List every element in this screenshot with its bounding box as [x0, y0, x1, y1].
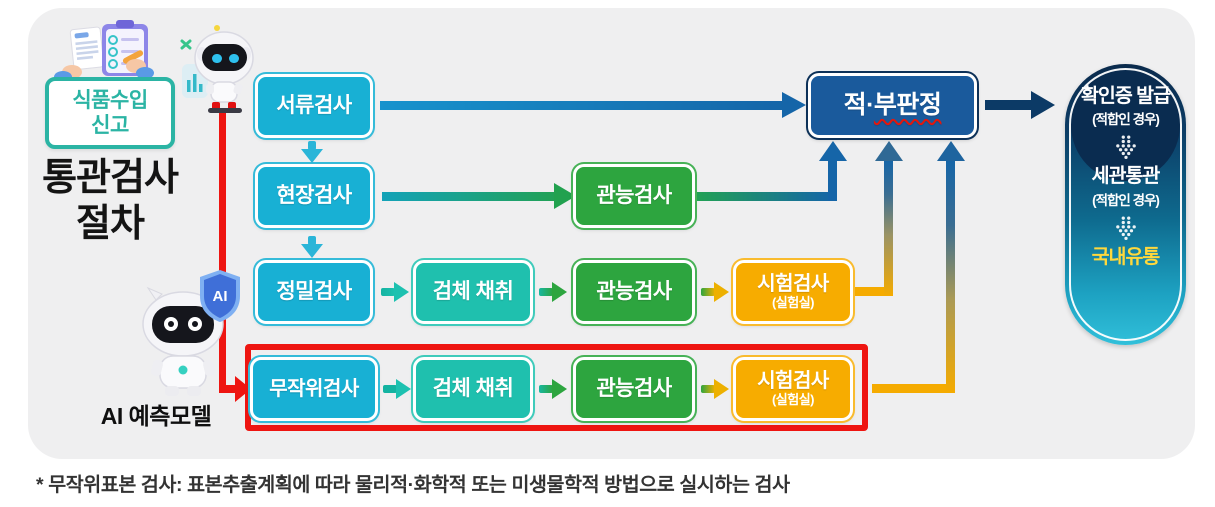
flow-line-judgment-to-outcome [985, 100, 1033, 110]
outcome-capsule: 확인증 발급 (적합인 경우) 세관통관 (적합인 경우) [1065, 64, 1186, 345]
stage-box-random-inspection: 무작위검사 [250, 357, 378, 421]
right-arrow-icon [539, 282, 567, 302]
stage-label: 관능검사 [596, 376, 672, 400]
stage-box-lab-test-row3: 시험검사 (실험실) [733, 260, 853, 324]
stage-sublabel: (실험실) [771, 392, 815, 408]
random-inspection-highlight-box [245, 344, 868, 431]
flow-line-document-to-judgment [380, 101, 784, 110]
stage-box-onsite-inspection: 현장검사 [255, 164, 373, 228]
stage-label: 정밀검사 [276, 279, 352, 303]
stage-label: 검체 채취 [432, 376, 514, 400]
stage-label: 관능검사 [596, 183, 672, 207]
down-arrow-icon [301, 141, 323, 163]
flow-line-onsite-to-sensory [382, 192, 556, 201]
stage-label: 무작위검사 [269, 377, 359, 400]
stage-label: 시험검사 [757, 273, 829, 296]
outcome-distribution: 국내유통 [1091, 245, 1161, 268]
stage-box-sensory-inspection-row3: 관능검사 [573, 260, 695, 324]
stage-box-sensory-inspection-row2: 관능검사 [573, 164, 695, 228]
badge-line1: 식품수입 [72, 88, 148, 112]
title-line1: 통관검사 [42, 157, 179, 199]
stage-label: 현장검사 [276, 183, 352, 207]
clipboard-hands-icon [54, 20, 154, 82]
stage-label: 관능검사 [596, 279, 672, 303]
ai-shield-icon: AI [200, 270, 240, 322]
flow-line-lab4-to-judgment-v [946, 160, 955, 393]
title-line2: 절차 [76, 202, 145, 245]
stage-box-document-inspection: 서류검사 [255, 74, 373, 138]
outcome-certificate-note: (적합인 경우) [1092, 112, 1160, 128]
ai-flow-line-vertical [219, 112, 226, 392]
right-arrow-icon [381, 282, 409, 302]
ai-flow-line-horizontal [219, 385, 237, 393]
stage-label: 시험검사 [757, 370, 829, 393]
dotted-down-arrow-icon [1115, 136, 1136, 160]
down-arrow-icon [301, 236, 323, 258]
flow-line-sensory2-to-judgment-h [697, 192, 833, 201]
flow-arrowhead-right [782, 92, 806, 118]
flow-arrowhead-right [1031, 91, 1055, 119]
stage-box-lab-test-row4: 시험검사 (실험실) [733, 357, 853, 421]
diagram-title: 통관검사 절차 [14, 156, 206, 247]
outcome-customs-note: (적합인 경우) [1092, 192, 1160, 208]
flow-arrowhead-up [937, 141, 965, 161]
robot-icon [180, 25, 254, 113]
footnote: * 무작위표본 검사: 표본추출계획에 따라 물리적·화학적 또는 미생물학적 … [36, 474, 790, 496]
flow-line-lab3-to-judgment-v [884, 160, 893, 296]
dotted-down-arrow-icon [1115, 216, 1136, 240]
outcome-customs: 세관통관 [1091, 165, 1161, 188]
flow-line-lab3-to-judgment-h [855, 287, 889, 296]
judgment-label-suffix: 부판정 [873, 91, 942, 120]
stage-sublabel: (실험실) [771, 295, 815, 311]
flow-arrowhead-right [554, 183, 576, 209]
capsule-border [1069, 68, 1182, 341]
judgment-box: 적·부판정 [808, 73, 977, 138]
stage-label: 검체 채취 [432, 279, 514, 303]
right-arrow-icon [539, 379, 567, 399]
flow-arrowhead-up [875, 141, 903, 161]
stage-box-sample-collection-row4: 검체 채취 [413, 357, 533, 421]
import-declaration-badge: 식품수입 신고 [45, 77, 175, 149]
stage-box-sensory-inspection-row4: 관능검사 [573, 357, 695, 421]
flow-arrowhead-up [819, 141, 847, 161]
badge-line2: 신고 [91, 114, 129, 137]
judgment-label-prefix: 적· [843, 91, 875, 120]
flow-line-lab4-to-judgment-h [872, 384, 955, 393]
right-arrow-icon [701, 282, 729, 302]
right-arrow-icon [701, 379, 729, 399]
stage-label: 서류검사 [276, 93, 352, 117]
stage-box-precise-inspection: 정밀검사 [255, 260, 373, 324]
ai-robot-icon [142, 286, 224, 396]
flow-line-sensory2-to-judgment-v [828, 160, 837, 201]
stage-box-sample-collection-row3: 검체 채취 [413, 260, 533, 324]
right-arrow-icon [383, 379, 411, 399]
ai-shield-label: AI [213, 288, 228, 305]
outcome-certificate: 확인증 발급 [1080, 85, 1171, 107]
ai-model-label: AI 예측모델 [100, 403, 212, 429]
